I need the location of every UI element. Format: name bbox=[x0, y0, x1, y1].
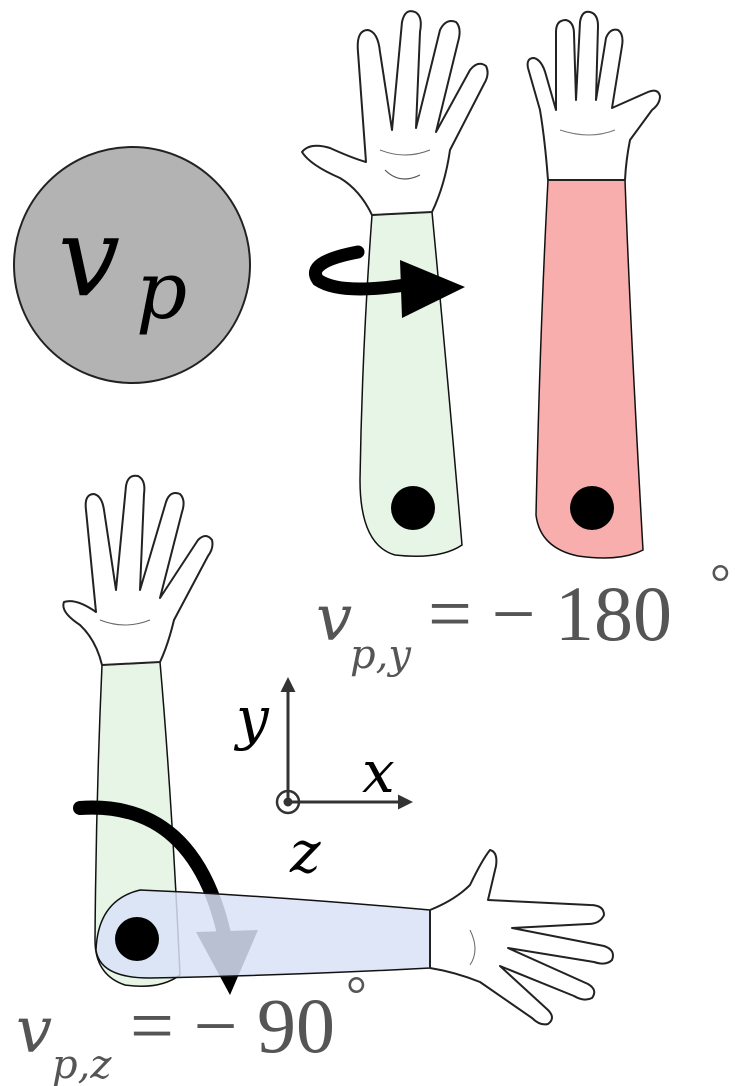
axis-z-marker-dot bbox=[284, 798, 293, 807]
axis-y-label: y bbox=[233, 684, 270, 752]
eq-y-var: v bbox=[316, 582, 352, 656]
hand-top-left bbox=[302, 11, 488, 215]
arm-top-right bbox=[528, 12, 660, 558]
vp-symbol-sub: p bbox=[136, 244, 187, 337]
equation-y-rotation: v p,y = − 180 ° bbox=[316, 555, 731, 678]
joint-dot-bottom bbox=[115, 917, 159, 961]
vp-circle bbox=[14, 147, 250, 383]
equation-z-rotation: v p,z = − 90 ° bbox=[16, 967, 367, 1086]
eq-z-sub: p,z bbox=[52, 1042, 112, 1086]
eq-z-rhs: = − 90 bbox=[130, 982, 335, 1069]
hand-bottom-raised bbox=[63, 476, 212, 665]
eq-z-var: v bbox=[16, 994, 52, 1068]
eq-z-degree: ° bbox=[346, 967, 367, 1024]
eq-y-rhs: = − 180 bbox=[428, 570, 672, 657]
hand-bottom-horizontal bbox=[430, 850, 613, 1024]
axis-x-label: x bbox=[362, 738, 395, 806]
hand-top-right-back bbox=[528, 12, 660, 180]
vp-symbol-badge: v p bbox=[14, 147, 250, 383]
joint-dot-top-right bbox=[570, 486, 614, 530]
axis-z-label: z bbox=[289, 818, 321, 886]
eq-y-sub: p,y bbox=[350, 632, 412, 678]
eq-y-degree: ° bbox=[710, 555, 731, 612]
joint-dot-top-left bbox=[391, 486, 435, 530]
vp-symbol-var: v bbox=[58, 193, 120, 321]
